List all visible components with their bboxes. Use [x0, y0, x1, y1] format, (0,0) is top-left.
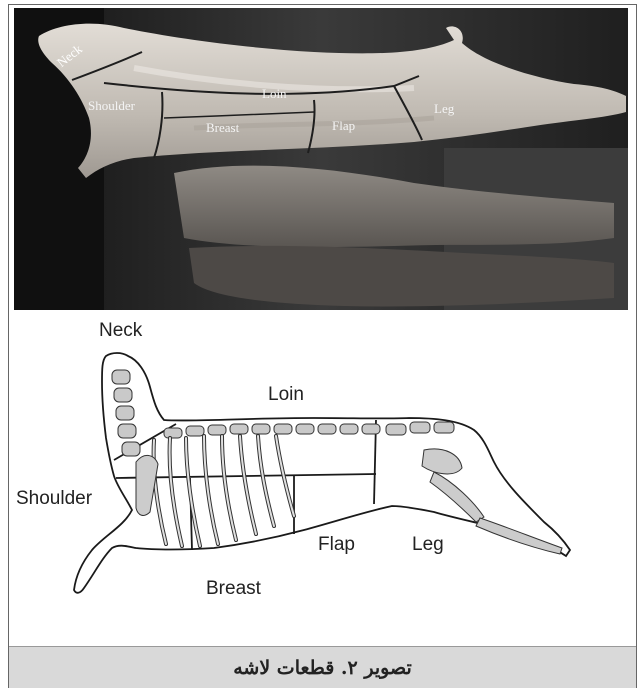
photo-label-breast: Breast	[206, 120, 239, 136]
carcass-photo-graphic	[14, 8, 628, 310]
photo-label-leg: Leg	[434, 101, 454, 117]
carcass-photo: Neck Shoulder Loin Breast Flap Leg	[14, 8, 628, 310]
diagram-label-neck: Neck	[99, 320, 142, 342]
photo-label-loin: Loin	[262, 86, 287, 102]
caption-bar: تصویر ۲. قطعات لاشه	[9, 646, 636, 688]
photo-label-shoulder: Shoulder	[88, 98, 135, 114]
diagram-label-loin: Loin	[268, 384, 304, 406]
diagram-label-leg: Leg	[412, 534, 444, 556]
diagram-label-flap: Flap	[318, 534, 355, 556]
figure-caption: تصویر ۲. قطعات لاشه	[233, 657, 411, 679]
photo-label-flap: Flap	[332, 118, 355, 134]
carcass-outline-graphic	[14, 312, 628, 642]
diagram-label-breast: Breast	[206, 578, 261, 600]
diagram-label-shoulder: Shoulder	[16, 488, 92, 510]
carcass-cut-diagram: Neck Loin Shoulder Flap Leg Breast	[14, 312, 628, 642]
